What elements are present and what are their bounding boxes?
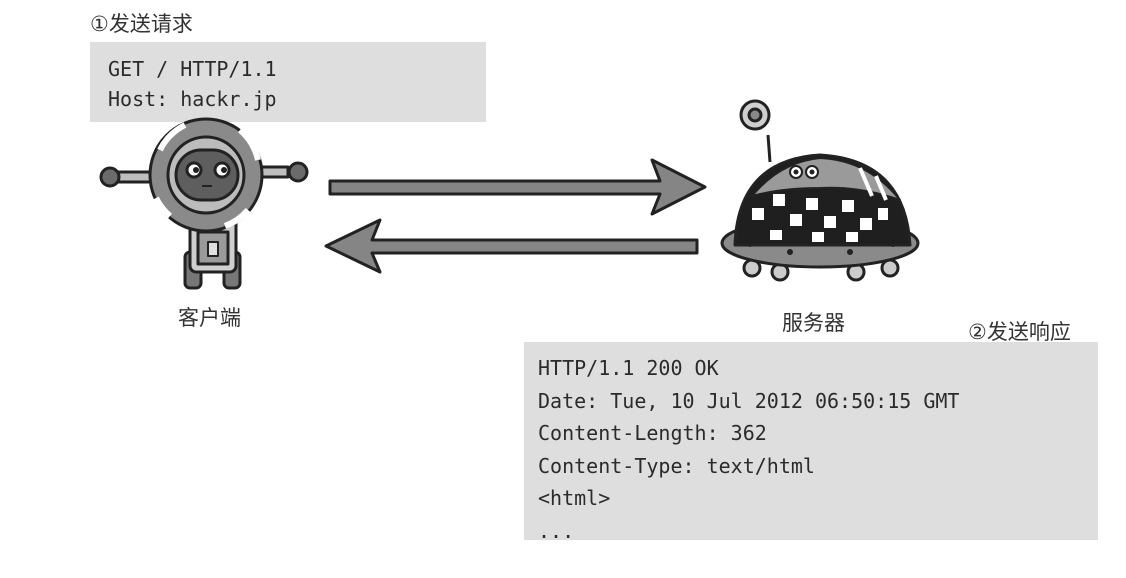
server-robot-icon [720, 99, 920, 282]
response-step-label: ②发送响应 [968, 320, 1071, 344]
client-robot-icon [99, 117, 309, 290]
request-message-box: GET / HTTP/1.1 Host: hackr.jp [90, 42, 486, 122]
response-body-html-tag: <html> [538, 486, 611, 510]
request-arrow [328, 158, 707, 216]
response-content-length-header: Content-Length: 362 [538, 421, 767, 445]
request-step-label: ①发送请求 [90, 12, 193, 36]
response-arrow [324, 218, 699, 274]
request-line: GET / HTTP/1.1 [108, 57, 277, 81]
response-status-line: HTTP/1.1 200 OK [538, 356, 719, 380]
response-body-ellipsis: ... [538, 518, 575, 543]
response-date-header: Date: Tue, 10 Jul 2012 06:50:15 GMT [538, 388, 960, 413]
request-host-header: Host: hackr.jp [108, 87, 277, 111]
response-message-box: HTTP/1.1 200 OK Date: Tue, 10 Jul 2012 0… [524, 342, 1098, 543]
client-label: 客户端 [178, 306, 241, 330]
server-label: 服务器 [782, 311, 845, 335]
response-content-type-header: Content-Type: text/html [538, 453, 815, 478]
